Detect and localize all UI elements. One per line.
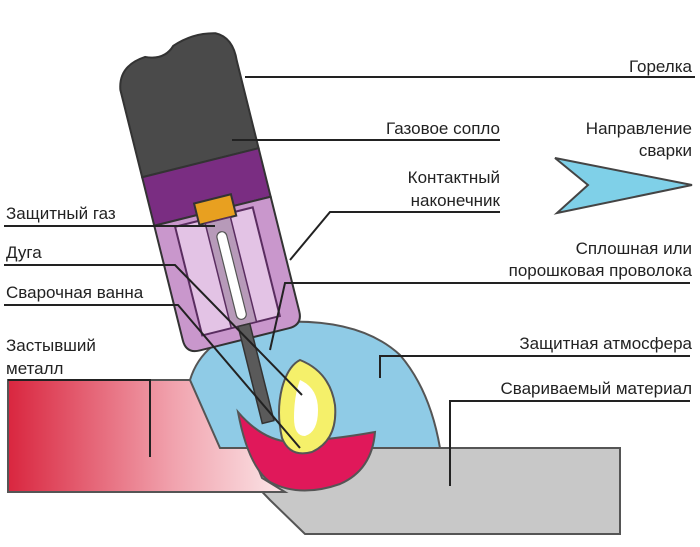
leader-arc bbox=[4, 264, 303, 396]
label-direction-line1: Направление bbox=[586, 119, 692, 138]
label-solidified-line2: металл bbox=[6, 359, 63, 378]
leader-wire bbox=[269, 282, 690, 351]
leader-base-material bbox=[449, 400, 690, 486]
wire-channel bbox=[216, 231, 247, 320]
label-atmosphere: Защитная атмосфера bbox=[519, 334, 692, 353]
label-direction-line2: сварки bbox=[639, 141, 692, 160]
leader-contact-tip bbox=[289, 211, 500, 261]
label-torch: Горелка bbox=[629, 57, 693, 76]
leader-lines bbox=[4, 76, 695, 486]
label-contact-tip-line1: Контактный bbox=[408, 168, 500, 187]
label-shielding-gas: Защитный газ bbox=[6, 204, 116, 223]
label-wire-line2: порошковая проволока bbox=[509, 261, 693, 280]
leader-weld-pool bbox=[4, 304, 301, 449]
torch-assembly bbox=[119, 32, 301, 425]
label-weld-pool: Сварочная ванна bbox=[6, 283, 144, 302]
label-base-material: Свариваемый материал bbox=[500, 379, 692, 398]
leader-solidified bbox=[8, 379, 151, 457]
label-arc: Дуга bbox=[6, 243, 42, 262]
label-wire-line1: Сплошная или bbox=[576, 239, 692, 258]
torch-body bbox=[119, 32, 260, 179]
label-gas-nozzle: Газовое сопло bbox=[386, 119, 500, 138]
leader-atmosphere bbox=[379, 355, 690, 378]
label-contact-tip-line2: наконечник bbox=[411, 191, 501, 210]
label-solidified-line1: Застывший bbox=[6, 336, 96, 355]
labels: Горелка Газовое сопло Направление сварки… bbox=[6, 57, 693, 398]
direction-arrow-icon bbox=[553, 157, 693, 215]
electrode-wire bbox=[237, 322, 275, 425]
